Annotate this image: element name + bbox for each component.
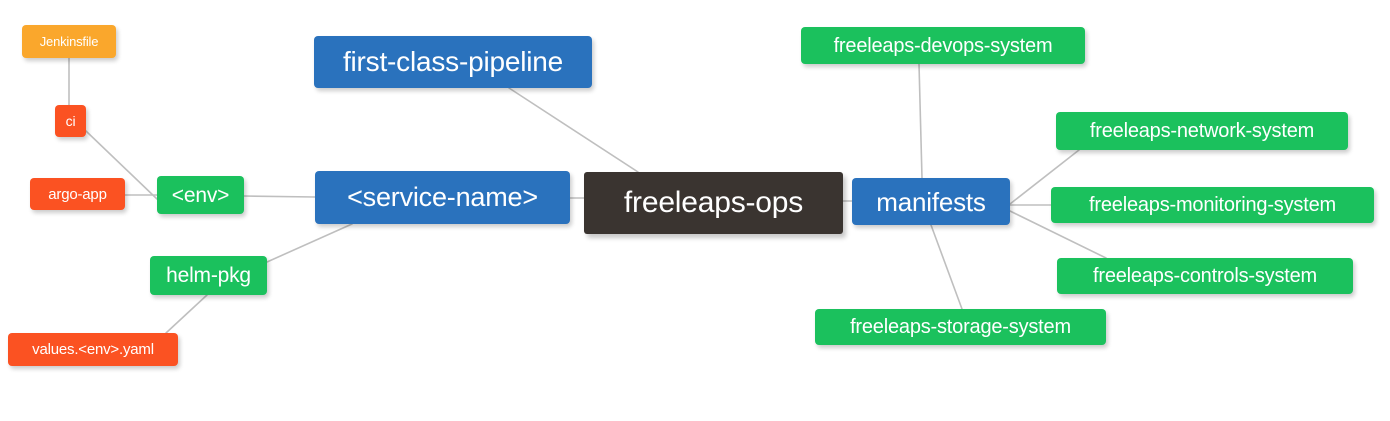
node-label: Jenkinsfile bbox=[39, 34, 99, 49]
edge-helm-pkg-to-service-name bbox=[266, 223, 353, 263]
node-env[interactable]: <env> bbox=[157, 176, 244, 214]
node-label: argo-app bbox=[48, 185, 107, 203]
edge-manifests-to-devops-system bbox=[918, 63, 923, 179]
edge-env-to-service-name bbox=[243, 195, 316, 198]
node-label: freeleaps-ops bbox=[623, 186, 804, 219]
edge-values-env-yaml-to-helm-pkg bbox=[165, 294, 208, 334]
node-label: freeleaps-controls-system bbox=[1093, 265, 1317, 287]
node-manifests[interactable]: manifests bbox=[852, 178, 1010, 225]
node-label: first-class-pipeline bbox=[342, 46, 564, 77]
node-label: ci bbox=[65, 113, 76, 129]
node-label: freeleaps-network-system bbox=[1089, 120, 1315, 142]
node-storage-system[interactable]: freeleaps-storage-system bbox=[815, 309, 1106, 345]
node-freeleaps-ops[interactable]: freeleaps-ops bbox=[584, 172, 843, 234]
node-jenkinsfile[interactable]: Jenkinsfile bbox=[22, 25, 116, 58]
node-argo-app[interactable]: argo-app bbox=[30, 178, 125, 210]
edge-first-class-pipeline-to-freeleaps-ops bbox=[508, 87, 639, 173]
edge-manifests-to-storage-system bbox=[930, 224, 963, 310]
node-values-env-yaml[interactable]: values.<env>.yaml bbox=[8, 333, 178, 366]
node-label: freeleaps-devops-system bbox=[833, 34, 1053, 57]
node-service-name[interactable]: <service-name> bbox=[315, 171, 570, 224]
node-helm-pkg[interactable]: helm-pkg bbox=[150, 256, 267, 295]
node-ci[interactable]: ci bbox=[55, 105, 86, 137]
node-controls-system[interactable]: freeleaps-controls-system bbox=[1057, 258, 1353, 294]
node-network-system[interactable]: freeleaps-network-system bbox=[1056, 112, 1348, 150]
node-label: helm-pkg bbox=[166, 264, 251, 287]
node-monitoring-system[interactable]: freeleaps-monitoring-system bbox=[1051, 187, 1374, 223]
node-first-class-pipeline[interactable]: first-class-pipeline bbox=[314, 36, 592, 88]
node-label: freeleaps-storage-system bbox=[850, 316, 1071, 338]
node-label: <env> bbox=[171, 183, 230, 207]
node-label: freeleaps-monitoring-system bbox=[1089, 194, 1336, 216]
node-devops-system[interactable]: freeleaps-devops-system bbox=[801, 27, 1085, 64]
node-label: <service-name> bbox=[347, 182, 538, 212]
node-label: values.<env>.yaml bbox=[32, 341, 154, 358]
node-label: manifests bbox=[876, 186, 986, 217]
